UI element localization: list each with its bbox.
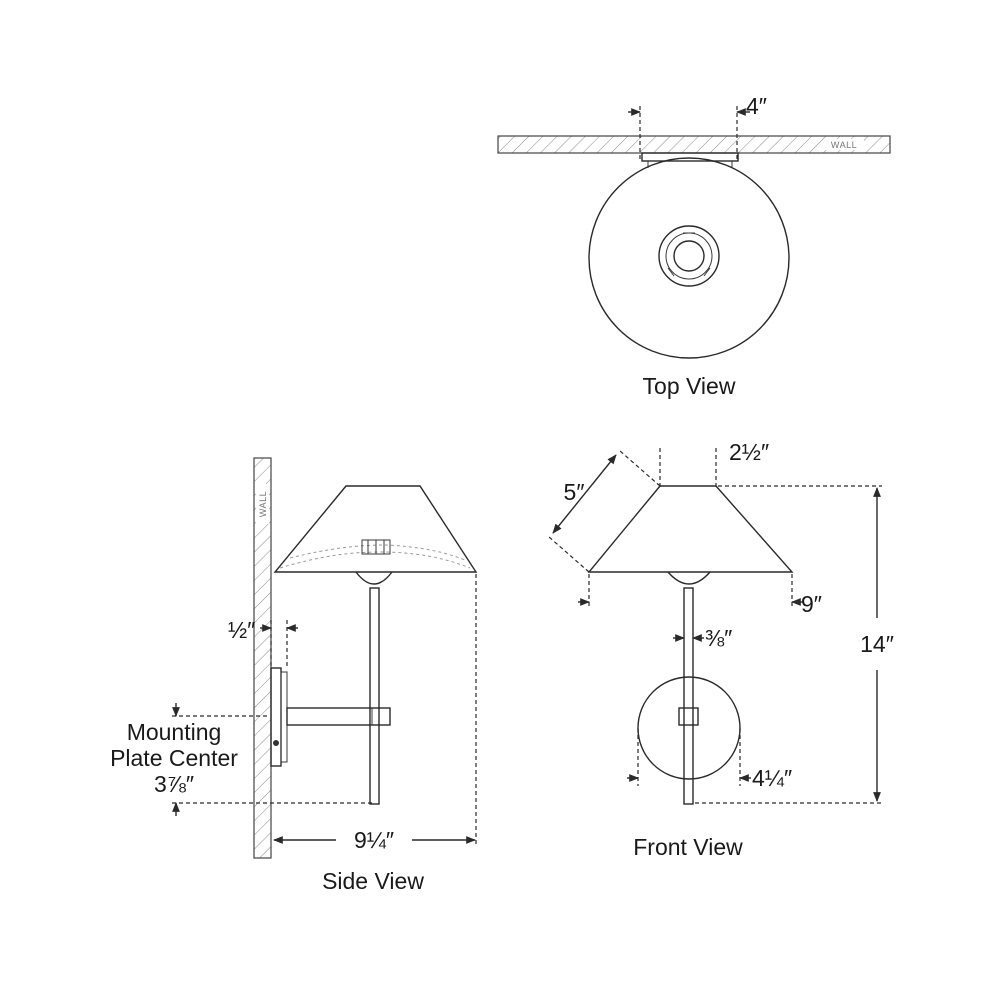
front-dim-top: 2½″ [659, 439, 769, 486]
front-view-title: Front View [633, 834, 743, 860]
dim-plate-offset: ½″ [228, 617, 255, 643]
dim-height: 14″ [860, 631, 894, 657]
top-shade-outline [588, 157, 790, 359]
mount-center-line2: Plate Center [110, 745, 238, 771]
dim-extension: 9¼″ [354, 827, 394, 853]
side-dim-extension: 9¼″ [273, 574, 477, 853]
top-socket [658, 225, 720, 287]
dim-shade-bottom: 9″ [801, 591, 822, 617]
side-stem [369, 587, 380, 805]
side-dim-offset: ½″ [228, 617, 298, 668]
top-wall: WALL [497, 135, 891, 154]
top-view-title: Top View [643, 373, 736, 399]
side-view-title: Side View [322, 868, 424, 894]
top-view: WALL 4″ Top View [497, 93, 891, 399]
side-mount-plate [270, 667, 288, 767]
front-dim-stem: ⅜″ [673, 625, 732, 651]
dim-stem: ⅜″ [705, 625, 732, 651]
dim-plate-width: 4¼″ [752, 765, 792, 791]
side-dim-mount-center: Mounting Plate Center 3⅞″ [110, 703, 372, 816]
side-arm [286, 707, 391, 726]
dim-shade-top: 2½″ [729, 439, 769, 465]
side-shade [273, 485, 478, 585]
front-shade [587, 485, 794, 585]
front-view: 2½″ 5″ 9″ 14″ ⅜″ [548, 439, 894, 860]
side-wall: WALL [253, 457, 272, 859]
dim-shade-slant: 5″ [564, 479, 585, 505]
mount-center-line1: Mounting [127, 719, 222, 745]
side-view: WALL ½″ [110, 457, 478, 894]
top-mount-plate [641, 152, 739, 168]
dim-mount-center: 3⅞″ [154, 771, 194, 797]
front-dim-height: 14″ [695, 485, 894, 804]
dim-plate-depth: 4″ [746, 93, 767, 119]
front-dim-slant: 5″ [548, 450, 661, 573]
front-stem [683, 587, 694, 805]
front-dim-plate-width: 4¼″ [627, 728, 792, 791]
top-wall-label: WALL [831, 140, 857, 150]
front-mount-plate [637, 676, 741, 780]
top-dim-plate-depth: 4″ [628, 93, 767, 160]
front-dim-bottom: 9″ [578, 574, 822, 617]
side-wall-label: WALL [258, 491, 268, 517]
front-arm-collar [678, 707, 699, 726]
